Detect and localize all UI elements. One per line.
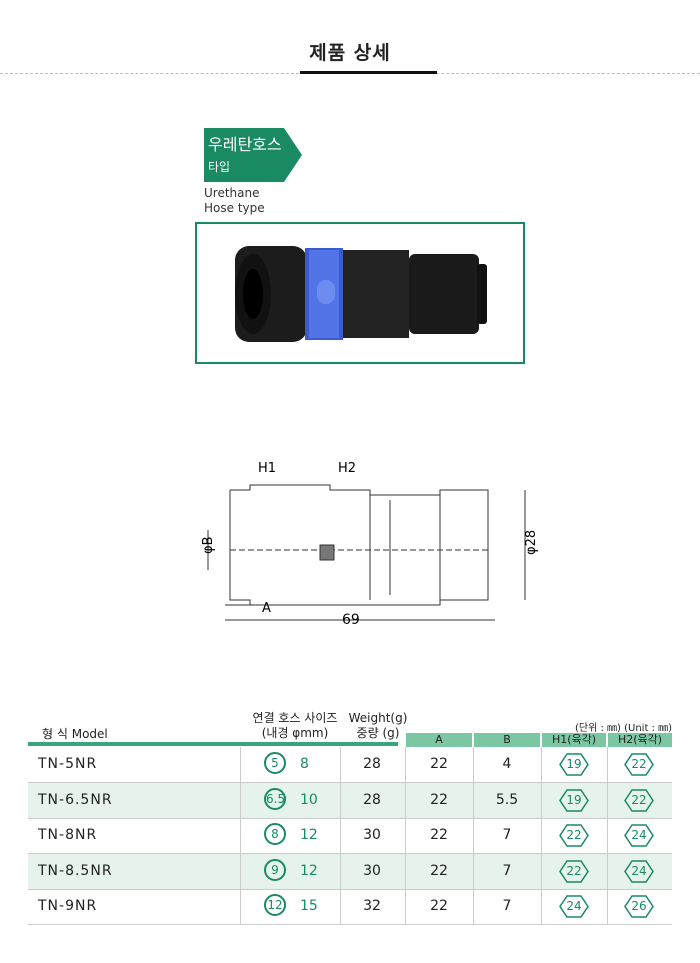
cell-h1: 22: [566, 863, 582, 878]
cell-hose-inner: 5: [264, 752, 286, 774]
cell-a: 22: [430, 827, 448, 843]
cell-b: 7: [502, 898, 512, 914]
header-green-line: [28, 742, 398, 746]
cell-weight: 30: [363, 862, 381, 879]
hex-h1-icon: 19: [559, 788, 589, 816]
hex-h2-icon: 26: [624, 895, 654, 922]
cell-h2: 24: [631, 828, 647, 842]
label-diameter: φ28: [524, 530, 539, 555]
cell-hose-outer: 15: [300, 898, 318, 914]
cell-model: TN-5NR: [38, 756, 98, 772]
header-col-b: B: [474, 733, 540, 747]
cell-weight: 30: [363, 827, 381, 843]
cell-h1: 22: [566, 828, 582, 842]
hex-h2-icon: 22: [624, 753, 654, 780]
cell-hose-inner: 12: [264, 894, 286, 916]
col-divider: [240, 747, 241, 924]
header-col-h2: H2(육각): [608, 733, 672, 747]
cell-b: 4: [502, 756, 512, 772]
col-divider: [607, 747, 608, 924]
header-col-h1: H1(육각): [542, 733, 606, 747]
cell-hose-inner: 9: [264, 858, 286, 881]
table-header: 형 식 Model 연결 호스 사이즈 (내경 φmm) Weight(g) 중…: [28, 705, 672, 745]
cell-model: TN-8.5NR: [38, 862, 113, 879]
cell-h2: 22: [631, 792, 647, 807]
header-weight-line2: 중량 (g): [356, 726, 400, 740]
cell-h1: 19: [566, 757, 582, 771]
badge-line1: 우레탄호스: [208, 135, 282, 154]
header-weight: Weight(g) 중량 (g): [346, 711, 410, 741]
col-divider: [405, 747, 406, 924]
cell-model: TN-8NR: [38, 827, 98, 843]
table-row: TN-8.5NR 9 12 30 22 7 22 24: [28, 853, 672, 890]
hex-h1-icon: 24: [559, 895, 589, 922]
cell-hose-outer: 12: [300, 862, 318, 879]
cell-a: 22: [430, 756, 448, 772]
cell-h2: 22: [631, 757, 647, 771]
header-hose-line1: 연결 호스 사이즈: [252, 711, 338, 725]
hex-h2-icon: 22: [624, 788, 654, 816]
col-divider: [473, 747, 474, 924]
cell-b: 5.5: [495, 791, 519, 808]
cell-model: TN-9NR: [38, 898, 98, 914]
badge-line2: 타입: [208, 160, 231, 174]
header-hose: 연결 호스 사이즈 (내경 φmm): [240, 711, 350, 741]
cell-hose-outer: 10: [300, 791, 318, 808]
cell-weight: 28: [363, 791, 381, 808]
col-divider: [541, 747, 542, 924]
english-type-line1: Urethane: [204, 186, 260, 200]
col-divider: [340, 747, 341, 924]
cell-a: 22: [430, 791, 448, 808]
cell-hose-outer: 12: [300, 827, 318, 843]
header-hose-line2: (내경 φmm): [261, 726, 329, 740]
cell-h2: 26: [631, 899, 647, 913]
label-length: 69: [342, 612, 360, 628]
cell-hose-inner: 8: [264, 823, 286, 845]
label-phi-b: φB: [201, 537, 216, 555]
cell-b: 7: [502, 862, 512, 879]
page-title: 제품 상세: [309, 42, 391, 64]
hex-h2-icon: 24: [624, 859, 654, 887]
title-underline: [300, 71, 437, 74]
label-h2: H2: [338, 461, 356, 476]
type-badge: 우레탄호스 타입: [204, 128, 302, 182]
header-col-a: A: [406, 733, 472, 747]
cell-h1: 24: [566, 899, 582, 913]
cell-hose-inner: 6.5: [264, 787, 286, 810]
cell-h2: 24: [631, 863, 647, 878]
label-a: A: [262, 601, 271, 616]
table-row: TN-8NR 8 12 30 22 7 22 24: [28, 818, 672, 854]
hex-h1-icon: 19: [559, 753, 589, 780]
product-photo: [195, 222, 525, 364]
cell-a: 22: [430, 862, 448, 879]
cell-weight: 32: [363, 898, 381, 914]
table-row: TN-6.5NR 6.5 10 28 22 5.5 19 22: [28, 782, 672, 819]
label-h1: H1: [258, 461, 276, 476]
coupler-image: [235, 246, 487, 342]
cell-h1: 19: [566, 792, 582, 807]
technical-drawing: H1 H2 φB A 69 φ28: [201, 461, 539, 628]
hex-h2-icon: 24: [624, 824, 654, 851]
english-type: Urethane Hose type: [204, 186, 265, 216]
cell-hose-outer: 8: [300, 756, 309, 772]
cell-b: 7: [502, 827, 512, 843]
unit-note: (단위 : ㎜) (Unit : ㎜): [575, 723, 672, 734]
cell-a: 22: [430, 898, 448, 914]
badge-shape: [204, 128, 302, 182]
hex-h1-icon: 22: [559, 824, 589, 851]
table-row: TN-9NR 12 15 32 22 7 24 26: [28, 889, 672, 925]
header-model: 형 식 Model: [42, 727, 108, 741]
header-weight-line1: Weight(g): [348, 711, 408, 725]
cell-model: TN-6.5NR: [38, 791, 113, 808]
cell-weight: 28: [363, 756, 381, 772]
hex-h1-icon: 22: [559, 859, 589, 887]
english-type-line2: Hose type: [204, 201, 265, 215]
